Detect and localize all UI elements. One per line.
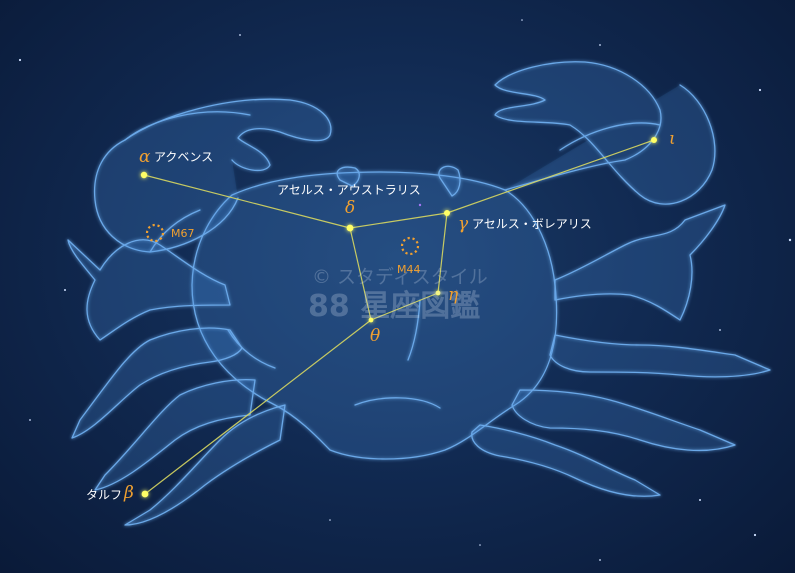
label-beta: タルフ bbox=[86, 488, 123, 502]
greek-theta: θ bbox=[370, 326, 381, 346]
line-delta-gamma bbox=[349, 212, 448, 229]
crab-leg-right-1 bbox=[554, 204, 726, 321]
crab-leg-left-4 bbox=[124, 404, 286, 526]
label-m44: M44 bbox=[397, 263, 421, 276]
label-m67: M67 bbox=[171, 227, 195, 240]
label-delta: アセルス・アウストラリス bbox=[277, 183, 421, 197]
greek-delta: δ bbox=[345, 198, 356, 218]
label-gamma: アセルス・ボレアリス bbox=[472, 217, 592, 231]
bg-star bbox=[479, 544, 481, 546]
star-alpha bbox=[140, 171, 148, 179]
line-delta-theta bbox=[349, 227, 372, 321]
crab-leg-left-3 bbox=[94, 379, 256, 491]
crab-arm-right bbox=[494, 61, 716, 205]
crab-leg-left-1 bbox=[67, 239, 231, 341]
watermark-copyright: © スタディスタイル bbox=[312, 266, 488, 288]
constellation-stars bbox=[140, 137, 657, 498]
line-gamma-iota bbox=[446, 139, 655, 214]
star-iota bbox=[651, 137, 657, 143]
star-beta bbox=[141, 490, 149, 498]
bg-star bbox=[239, 34, 241, 36]
constellation-lines bbox=[143, 139, 655, 495]
crab-eye-left bbox=[336, 166, 360, 187]
bg-star bbox=[64, 289, 66, 291]
crab-leg-right-4 bbox=[471, 424, 661, 497]
greek-beta: β bbox=[124, 483, 134, 503]
bg-star bbox=[719, 329, 721, 331]
bg-star bbox=[788, 238, 792, 242]
bg-star bbox=[521, 19, 523, 21]
bg-star bbox=[753, 533, 757, 537]
cluster-m44-symbol bbox=[400, 236, 420, 256]
bg-star bbox=[29, 419, 31, 421]
greek-iota: ι bbox=[669, 129, 676, 149]
crab-leg-left-2 bbox=[71, 327, 243, 439]
bg-star bbox=[699, 499, 701, 501]
star-eta bbox=[435, 290, 441, 296]
bg-star bbox=[18, 58, 22, 62]
star-gamma bbox=[444, 210, 450, 216]
bg-star bbox=[599, 559, 601, 561]
bg-star bbox=[599, 44, 601, 46]
cluster-m67-symbol bbox=[145, 223, 165, 243]
crab-leg-right-2 bbox=[549, 334, 771, 378]
crab-leg-right-3 bbox=[511, 389, 736, 452]
line-gamma-eta bbox=[437, 212, 448, 294]
greek-eta: η bbox=[448, 285, 459, 305]
star-delta bbox=[346, 224, 354, 232]
crab-eye-right bbox=[438, 165, 461, 197]
bg-star bbox=[329, 519, 331, 521]
greek-gamma: γ bbox=[458, 214, 469, 234]
watermark-title: 88 星座図鑑 bbox=[308, 289, 481, 324]
line-eta-theta bbox=[370, 292, 439, 321]
cluster-symbols bbox=[145, 223, 420, 256]
label-alpha: アクベンス bbox=[154, 150, 214, 164]
bg-star bbox=[758, 88, 762, 92]
star-theta bbox=[368, 317, 374, 323]
line-alpha-delta bbox=[143, 174, 351, 229]
line-theta-beta bbox=[144, 319, 372, 495]
greek-alpha: α bbox=[139, 147, 151, 167]
